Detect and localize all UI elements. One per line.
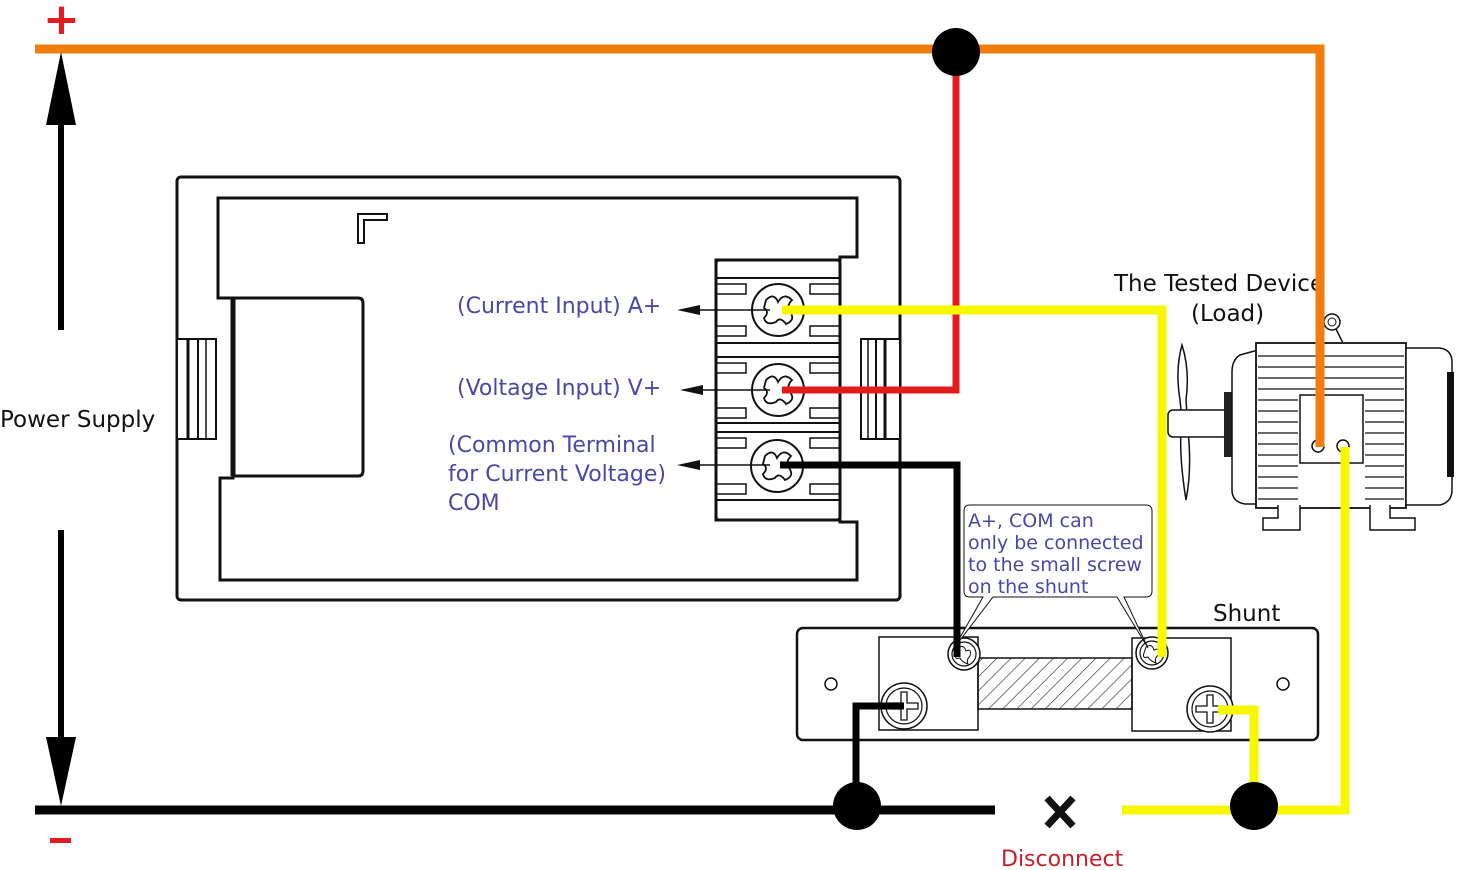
disconnect-label: Disconnect: [1001, 847, 1124, 870]
x-mark-icon: [1044, 795, 1076, 829]
power-supply-label: Power Supply: [0, 407, 155, 433]
load-label-line1: The Tested Device: [1113, 271, 1324, 297]
junction-dot-load: [1230, 782, 1278, 830]
shunt-resistor: [977, 657, 1133, 710]
junction-dot-negative: [833, 782, 881, 830]
shunt-note-line2: only be connected: [968, 532, 1144, 554]
load-label-line2: (Load): [1191, 301, 1264, 327]
electric-motor-icon: [1167, 313, 1454, 531]
terminal-label-com-line2: for Current Voltage): [448, 462, 666, 487]
terminal-label-com-line3: COM: [448, 491, 500, 516]
power-supply-arrow-up: [46, 52, 76, 330]
voltage-wire: [782, 52, 960, 394]
shunt-label: Shunt: [1213, 601, 1280, 627]
negative-sign: [50, 838, 71, 843]
junction-dot-positive: [932, 28, 980, 76]
left-clip: [176, 338, 217, 440]
power-supply-arrow-down: [46, 530, 76, 806]
terminal-label-a-plus: (Current Input) A+: [457, 294, 661, 319]
shunt-to-negative-wire: [852, 702, 904, 806]
current-wire: [782, 305, 1167, 657]
load-return-wire: [1122, 447, 1350, 815]
shunt-note-line3: to the small screw: [968, 554, 1142, 576]
positive-sign: +: [43, 0, 80, 45]
terminal-label-v-plus: (Voltage Input) V+: [457, 376, 661, 401]
shunt-note-line1: A+, COM can: [968, 510, 1094, 532]
shunt-small-screw-icon: [947, 637, 981, 671]
terminal-pointer-arrows: [677, 305, 770, 470]
shunt-note-callout: A+, COM can only be connected to the sma…: [953, 504, 1153, 649]
shunt-note-line4: on the shunt: [968, 576, 1088, 598]
shunt: [795, 626, 1320, 742]
common-wire: [780, 461, 961, 657]
terminal-label-com-line1: (Common Terminal: [448, 433, 656, 458]
shunt-to-load-wire: [1218, 705, 1259, 806]
